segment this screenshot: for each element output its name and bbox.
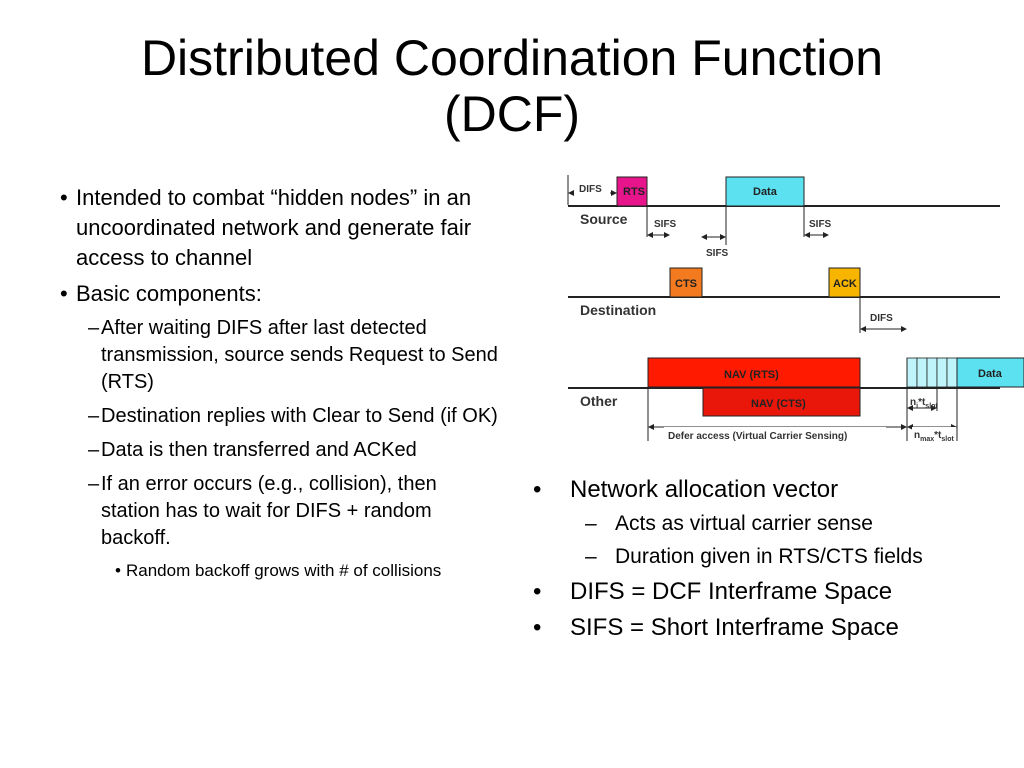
right-bullet-list: • Network allocation vector – Acts as vi… xyxy=(530,474,1000,648)
nmax-slot-sub: slot xyxy=(941,436,954,443)
dash-marker: – xyxy=(88,473,100,495)
rts-frame xyxy=(616,176,648,207)
ni-label: ni*tslot xyxy=(910,397,938,410)
dash-marker: – xyxy=(585,512,597,535)
sub-sub-bullet-backoff: • Random backoff grows with # of collisi… xyxy=(115,559,500,583)
sub-bullet-cts: – Destination replies with Clear to Send… xyxy=(88,403,500,430)
bullet-intended: • Intended to combat “hidden nodes” in a… xyxy=(60,183,500,273)
sub-bullet-text: Destination replies with Clear to Send (… xyxy=(101,405,498,427)
dash-marker: – xyxy=(88,317,100,339)
bullet-marker: • xyxy=(115,561,121,580)
sub-sub-bullet-text: Random backoff grows with # of collision… xyxy=(126,561,442,580)
difs-dest-label: DIFS xyxy=(870,313,893,324)
nmax-t: *t xyxy=(934,430,942,441)
backoff-slot xyxy=(926,357,938,388)
ack-frame xyxy=(828,267,861,298)
bullet-marker: • xyxy=(533,476,542,503)
difs-top-label: DIFS xyxy=(579,184,602,195)
row-label-destination: Destination xyxy=(580,302,656,318)
dash-marker: – xyxy=(88,439,100,461)
bullet-marker: • xyxy=(60,185,68,210)
nav-rts-bar xyxy=(647,357,861,388)
ni-t: *t xyxy=(918,397,926,408)
bullet-difs: • DIFS = DCF Interframe Space xyxy=(530,576,1000,608)
dash-marker: – xyxy=(585,545,597,568)
row-label-source: Source xyxy=(580,211,628,227)
ni-slot-sub: slot xyxy=(925,403,938,410)
sub-bullet-text: Acts as virtual carrier sense xyxy=(615,512,873,535)
backoff-slot xyxy=(946,357,958,388)
sub-bullet-text: Duration given in RTS/CTS fields xyxy=(615,545,923,568)
dash-marker: – xyxy=(88,405,100,427)
sifs-1-label: SIFS xyxy=(654,219,677,230)
sub-bullet-data-ack: – Data is then transferred and ACKed xyxy=(88,437,500,464)
title-line-1: Distributed Coordination Function xyxy=(140,30,884,86)
difs-label-box xyxy=(574,181,610,195)
bullet-marker: • xyxy=(60,281,68,306)
nav-cts-bar xyxy=(702,387,861,417)
sub-bullet-virtual-carrier: – Acts as virtual carrier sense xyxy=(585,510,1000,538)
bullet-sifs: • SIFS = Short Interframe Space xyxy=(530,612,1000,644)
nmax-label-box xyxy=(912,427,956,442)
defer-label-box xyxy=(664,427,886,441)
cts-label: CTS xyxy=(675,278,697,290)
sub-bullet-text: After waiting DIFS after last detected t… xyxy=(101,317,498,393)
sifs-3-label: SIFS xyxy=(809,219,832,230)
sub-bullet-error: – If an error occurs (e.g., collision), … xyxy=(88,471,500,552)
ni-n: n xyxy=(910,397,916,408)
defer-label: Defer access (Virtual Carrier Sensing) xyxy=(668,431,847,442)
source-data-label: Data xyxy=(753,186,778,198)
row-label-other: Other xyxy=(580,393,618,409)
bullet-marker: • xyxy=(533,614,542,641)
source-data-frame xyxy=(725,176,805,207)
ni-sub: i xyxy=(916,403,918,410)
bullet-text: Network allocation vector xyxy=(570,476,839,503)
sub-bullet-text: If an error occurs (e.g., collision), th… xyxy=(101,473,437,549)
backoff-slot xyxy=(936,357,948,388)
sub-bullet-text: Data is then transferred and ACKed xyxy=(101,439,417,461)
nmax-label: nmax*tslot xyxy=(914,430,954,443)
ack-label: ACK xyxy=(833,278,857,290)
slide-title: Distributed Coordination Function (DCF) xyxy=(0,30,1024,142)
backoff-slot xyxy=(916,357,928,388)
bullet-text: SIFS = Short Interframe Space xyxy=(570,614,899,641)
nmax-sub: max xyxy=(920,436,934,443)
bullet-text: DIFS = DCF Interframe Space xyxy=(570,578,893,605)
backoff-slot xyxy=(906,357,918,388)
nav-rts-label: NAV (RTS) xyxy=(724,369,779,381)
sub-bullet-difs-rts: – After waiting DIFS after last detected… xyxy=(88,315,500,396)
sifs-2-label: SIFS xyxy=(706,248,729,259)
dcf-timing-diagram: Source DIFS RTS Data SIFS SIFS SIFS Dest… xyxy=(567,175,1024,443)
nmax-n: n xyxy=(914,430,920,441)
sub-bullet-duration: – Duration given in RTS/CTS fields xyxy=(585,543,1000,571)
backoff-slots xyxy=(906,357,958,388)
other-data-label: Data xyxy=(978,368,1003,380)
cts-frame xyxy=(669,267,703,298)
other-data-frame xyxy=(956,357,1024,388)
nav-cts-label: NAV (CTS) xyxy=(751,398,806,410)
bullet-nav: • Network allocation vector xyxy=(530,474,1000,506)
bullet-marker: • xyxy=(533,578,542,605)
left-bullet-list: • Intended to combat “hidden nodes” in a… xyxy=(60,183,500,583)
bullet-basic-components: • Basic components: xyxy=(60,279,500,309)
bullet-text: Basic components: xyxy=(76,281,262,306)
title-line-2: (DCF) xyxy=(443,86,581,142)
rts-label: RTS xyxy=(623,186,645,198)
bullet-text: Intended to combat “hidden nodes” in an … xyxy=(76,185,472,270)
